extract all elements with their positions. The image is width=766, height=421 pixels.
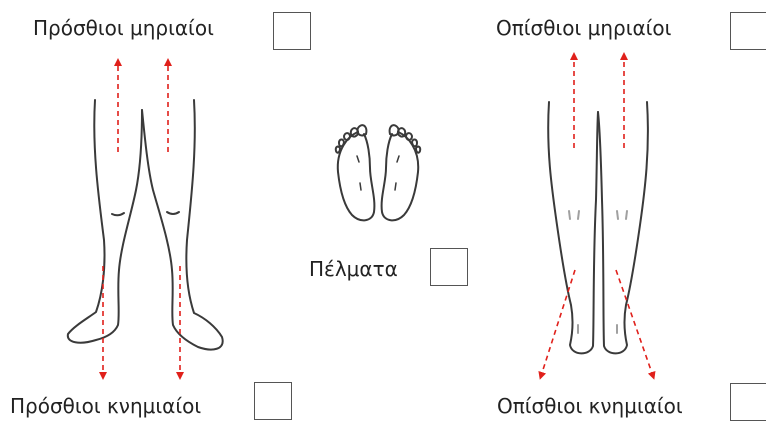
front-right-leg-outline — [142, 100, 223, 350]
back-arrows — [541, 56, 653, 376]
arrow-posterior-shin-right — [616, 270, 653, 376]
front-left-leg-outline — [68, 100, 142, 343]
back-left-leg-outline — [548, 102, 598, 353]
front-left-knee — [112, 213, 124, 215]
soles-illustration — [336, 125, 420, 220]
back-legs — [548, 102, 648, 353]
arrow-posterior-shin-left — [541, 270, 575, 376]
front-right-knee — [167, 212, 179, 214]
front-legs — [68, 100, 223, 350]
back-leg-details — [569, 211, 627, 333]
back-right-leg-outline — [598, 102, 648, 353]
